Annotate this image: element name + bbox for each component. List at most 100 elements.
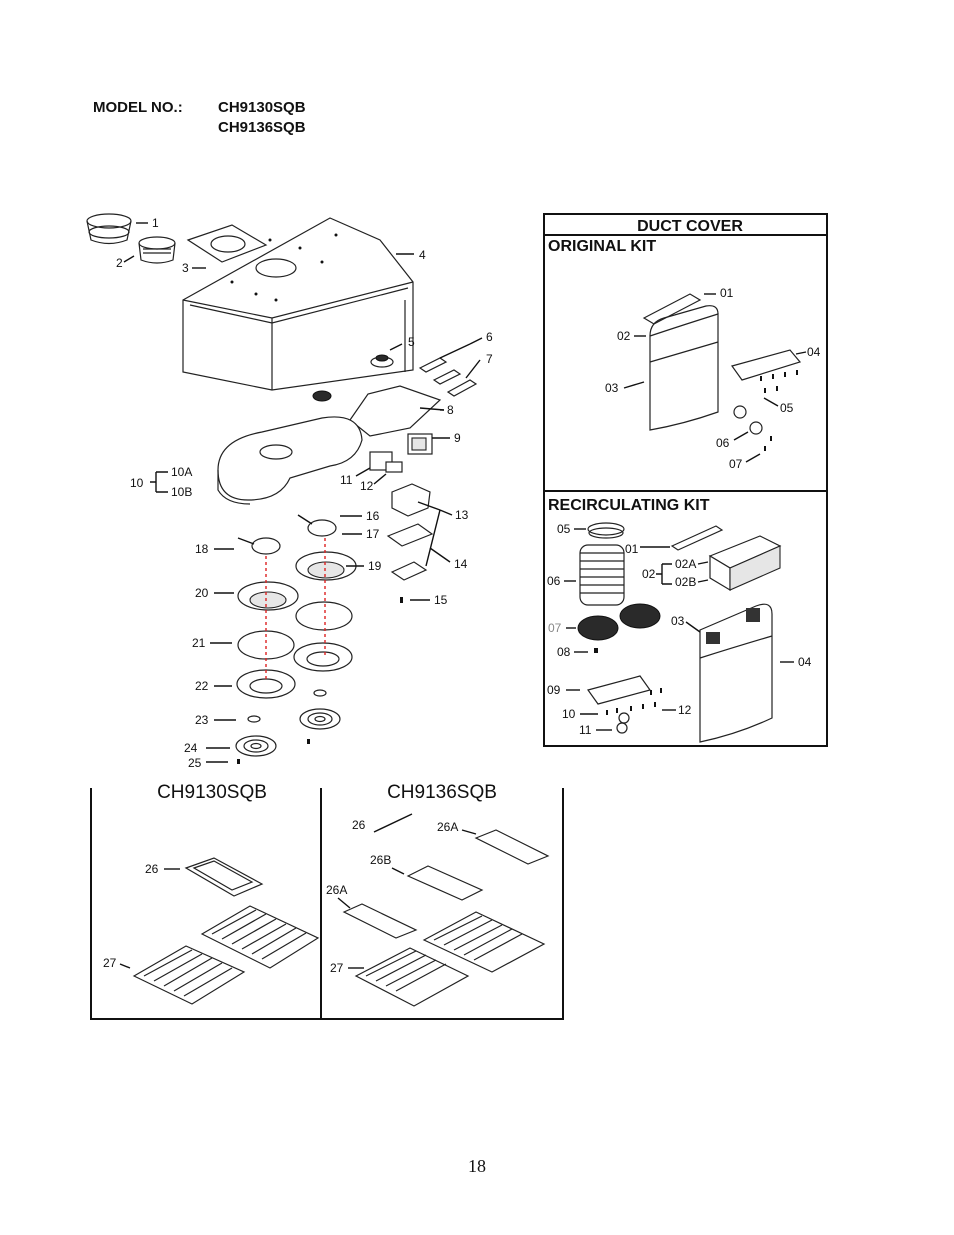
label-15: 15 [434,593,448,607]
duct-cover-panel: DUCT COVER ORIGINAL KIT RECIRCULATING KI… [543,213,828,747]
label-22: 22 [195,679,209,693]
filter-panels: CH9130SQB CH9136SQB [90,782,564,1020]
label-7: 7 [486,352,493,366]
filter-left-label-27: 27 [103,956,117,970]
label-12: 12 [360,479,374,493]
label-5: 5 [408,335,415,349]
filter-right-label-26a-bottom: 26A [326,883,347,897]
part-capacitor [369,451,403,473]
label-10: 10 [130,476,144,490]
label-14: 14 [454,557,468,571]
label-6: 6 [486,330,493,344]
label-18: 18 [195,542,209,556]
part-light-knob [312,390,332,402]
part-light-assembly [386,483,434,603]
orig-label-04: 04 [807,345,821,359]
main-part-labels: 1 2 3 4 5 6 7 8 9 10 10A 10B 11 12 13 14… [116,216,493,770]
label-24: 24 [184,741,198,755]
grease-filter-front [132,945,246,1005]
orig-label-05: 05 [780,401,794,415]
label-20: 20 [195,586,209,600]
recirc-label-02b: 02B [675,575,696,589]
label-4: 4 [419,248,426,262]
grease-filter-back [200,905,320,969]
recirc-label-11: 11 [579,723,592,737]
part-fan-knob [370,354,394,368]
main-exploded-view: 1 2 3 4 5 6 7 8 9 10 10A 10B 11 12 13 14… [86,213,493,770]
label-11: 11 [340,473,353,487]
right-filter-drawing: 26 26A 26B 26A 27 [326,813,550,1007]
part-hood-body [182,217,414,391]
label-1: 1 [152,216,159,230]
recirc-label-06: 06 [547,574,561,588]
label-16: 16 [366,509,380,523]
part-grill-right [299,708,341,730]
part-grill-left [235,735,277,757]
recirc-label-04: 04 [798,655,812,669]
label-2: 2 [116,256,123,270]
part-nut-left [247,715,261,723]
part-mounting-plate [186,224,268,263]
recirculating-kit-drawing: 05 01 06 02 02A 02B 07 03 08 04 09 10 12… [547,522,812,743]
model-number-2: CH9136SQB [218,119,306,136]
part-nut-right [313,689,327,697]
part-screw-left [237,759,240,764]
recirc-label-10: 10 [562,707,576,721]
part-damper-ring [138,236,176,264]
label-23: 23 [195,713,209,727]
part-switches [418,357,478,397]
part-blower-wheel-left [237,581,299,611]
label-19: 19 [368,559,382,573]
recirc-label-07: 07 [548,621,562,635]
part-charcoal-filters [577,603,661,641]
model-number-1: CH9130SQB [218,99,306,116]
label-25: 25 [188,756,202,770]
recirc-label-12: 12 [678,703,692,717]
label-9: 9 [454,431,461,445]
filter-right-label-26a-top: 26A [437,820,458,834]
label-21: 21 [192,636,206,650]
part-venturi-left [236,669,296,699]
model-number-label: MODEL NO.: [93,99,183,116]
part-motor-right [297,514,337,537]
part-control-bracket [349,385,442,437]
filter-right-label-27: 27 [330,961,344,975]
filter-right-label-26b: 26B [370,853,391,867]
label-8: 8 [447,403,454,417]
part-blower-wheel-right [295,551,357,581]
orig-label-07: 07 [729,457,743,471]
recirc-label-08: 08 [557,645,571,659]
left-filter-drawing: 26 27 [103,857,320,1005]
recirc-label-05: 05 [557,522,571,536]
part-screw-right [307,739,310,744]
page-number: 18 [468,1156,486,1176]
orig-label-06: 06 [716,436,730,450]
part-transformer [407,433,433,455]
part-duct-collar [86,213,132,245]
duct-cover-title: DUCT COVER [637,218,743,235]
label-10a: 10A [171,465,192,479]
recirculating-kit-title: RECIRCULATING KIT [548,497,710,514]
original-kit-title: ORIGINAL KIT [548,238,656,255]
recirc-label-09: 09 [547,683,561,697]
filter-left-title: CH9130SQB [157,782,267,803]
recirc-label-01: 01 [625,542,639,556]
label-3: 3 [182,261,189,275]
label-17: 17 [366,527,380,541]
original-kit-drawing: 01 02 03 04 05 06 07 [605,286,821,471]
label-13: 13 [455,508,469,522]
grease-filter-right-back [422,911,546,973]
label-10b: 10B [171,485,192,499]
part-gasket-right [295,601,353,631]
orig-label-02: 02 [617,329,631,343]
grease-filter-right-front [354,947,470,1007]
recirc-label-03: 03 [671,614,685,628]
filter-left-label-26: 26 [145,862,159,876]
recirc-label-02a: 02A [675,557,696,571]
part-recirc-cover [699,603,773,743]
orig-label-03: 03 [605,381,619,395]
orig-label-01: 01 [720,286,734,300]
leader-lines [123,222,483,763]
part-motor-left [237,537,281,555]
